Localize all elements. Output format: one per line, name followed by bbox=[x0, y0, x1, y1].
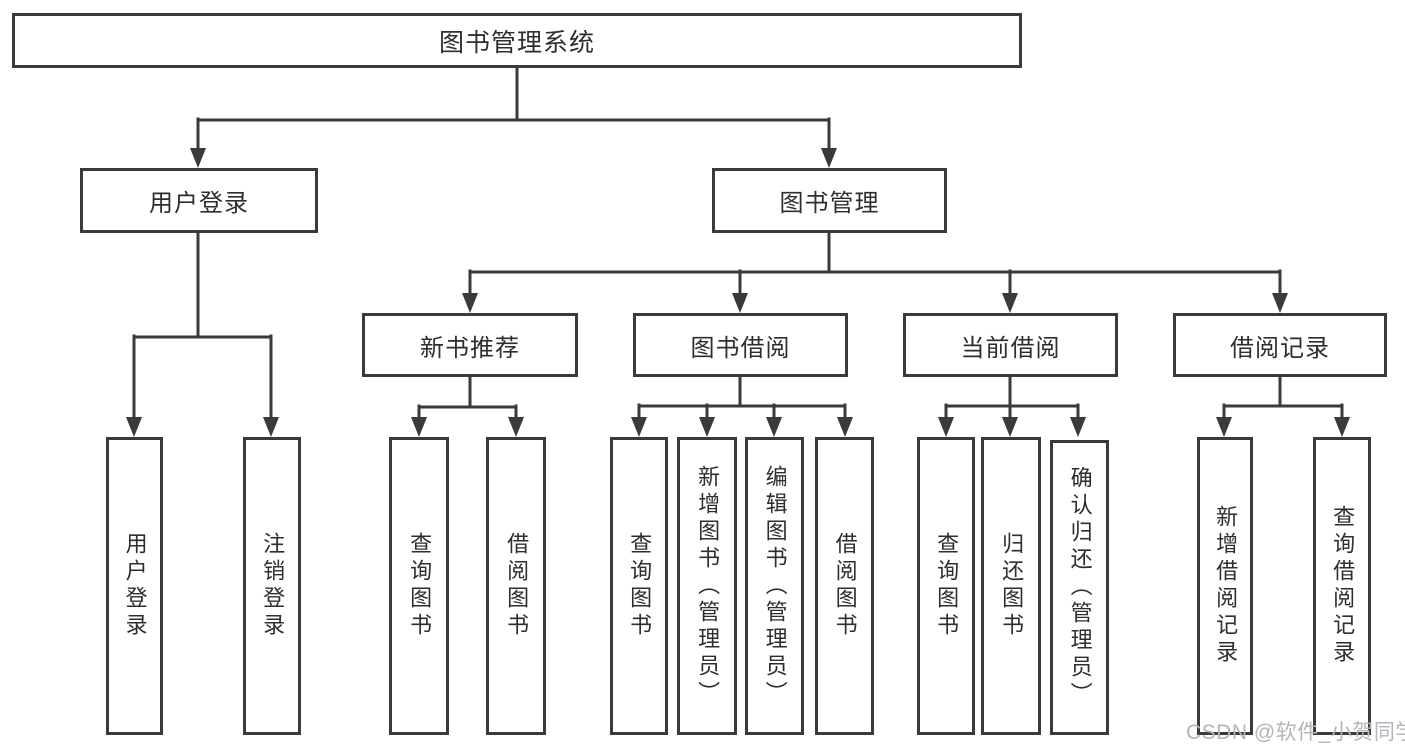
leaf-borrow-query-books-label: 查询图书 bbox=[627, 532, 653, 640]
leaf-borrow-query-books: 查询图书 bbox=[610, 437, 668, 735]
node-user-login-label: 用户登录 bbox=[149, 190, 249, 217]
leaf-user-login: 用户登录 bbox=[106, 437, 163, 735]
connector-lines bbox=[132, 64, 1344, 423]
leaf-add-borrow-record: 新增借阅记录 bbox=[1197, 437, 1253, 735]
leaf-borrow-books: 借阅图书 bbox=[815, 437, 874, 735]
node-book-management: 图书管理 bbox=[712, 168, 947, 233]
leaf-add-borrow-record-label: 新增借阅记录 bbox=[1213, 505, 1239, 667]
leaf-logout: 注销登录 bbox=[243, 437, 301, 735]
leaf-recommend-borrow-books-label: 借阅图书 bbox=[504, 532, 530, 640]
leaf-confirm-return-admin-label: 确认归还（管理员） bbox=[1067, 466, 1093, 709]
node-current-borrow: 当前借阅 bbox=[903, 313, 1118, 377]
node-book-borrow-label: 图书借阅 bbox=[690, 334, 791, 362]
node-book-management-label: 图书管理 bbox=[779, 190, 880, 217]
node-root-system: 图书管理系统 bbox=[12, 13, 1022, 68]
leaf-edit-book-admin-label: 编辑图书（管理员） bbox=[762, 464, 788, 708]
leaf-logout-label: 注销登录 bbox=[260, 532, 286, 640]
node-current-borrow-label: 当前借阅 bbox=[960, 334, 1061, 362]
node-book-borrow: 图书借阅 bbox=[633, 313, 848, 377]
leaf-current-query-books-label: 查询图书 bbox=[934, 532, 960, 640]
watermark: CSDN @软件_小贺同学 bbox=[1186, 721, 1405, 744]
leaf-return-book-label: 归还图书 bbox=[999, 532, 1025, 640]
leaf-add-book-admin: 新增图书（管理员） bbox=[677, 437, 737, 735]
leaf-current-query-books: 查询图书 bbox=[917, 437, 975, 735]
node-new-book-recommend: 新书推荐 bbox=[362, 313, 578, 377]
leaf-return-book: 归还图书 bbox=[981, 437, 1041, 735]
leaf-recommend-borrow-books: 借阅图书 bbox=[486, 437, 546, 735]
leaf-recommend-query-books: 查询图书 bbox=[389, 437, 449, 735]
leaf-query-borrow-record: 查询借阅记录 bbox=[1313, 437, 1371, 735]
leaf-confirm-return-admin: 确认归还（管理员） bbox=[1050, 440, 1109, 735]
connector-arrowheads bbox=[126, 148, 1350, 437]
leaf-user-login-label: 用户登录 bbox=[122, 532, 148, 640]
node-new-book-recommend-label: 新书推荐 bbox=[420, 334, 520, 362]
leaf-query-borrow-record-label: 查询借阅记录 bbox=[1330, 505, 1356, 667]
node-user-login: 用户登录 bbox=[80, 168, 318, 233]
node-borrow-records-label: 借阅记录 bbox=[1230, 334, 1330, 362]
leaf-add-book-admin-label: 新增图书（管理员） bbox=[695, 464, 721, 708]
leaf-recommend-query-books-label: 查询图书 bbox=[407, 532, 433, 640]
node-borrow-records: 借阅记录 bbox=[1173, 313, 1387, 377]
leaf-borrow-books-label: 借阅图书 bbox=[832, 532, 858, 640]
node-root-system-label: 图书管理系统 bbox=[438, 28, 595, 57]
leaf-edit-book-admin: 编辑图书（管理员） bbox=[745, 437, 804, 735]
